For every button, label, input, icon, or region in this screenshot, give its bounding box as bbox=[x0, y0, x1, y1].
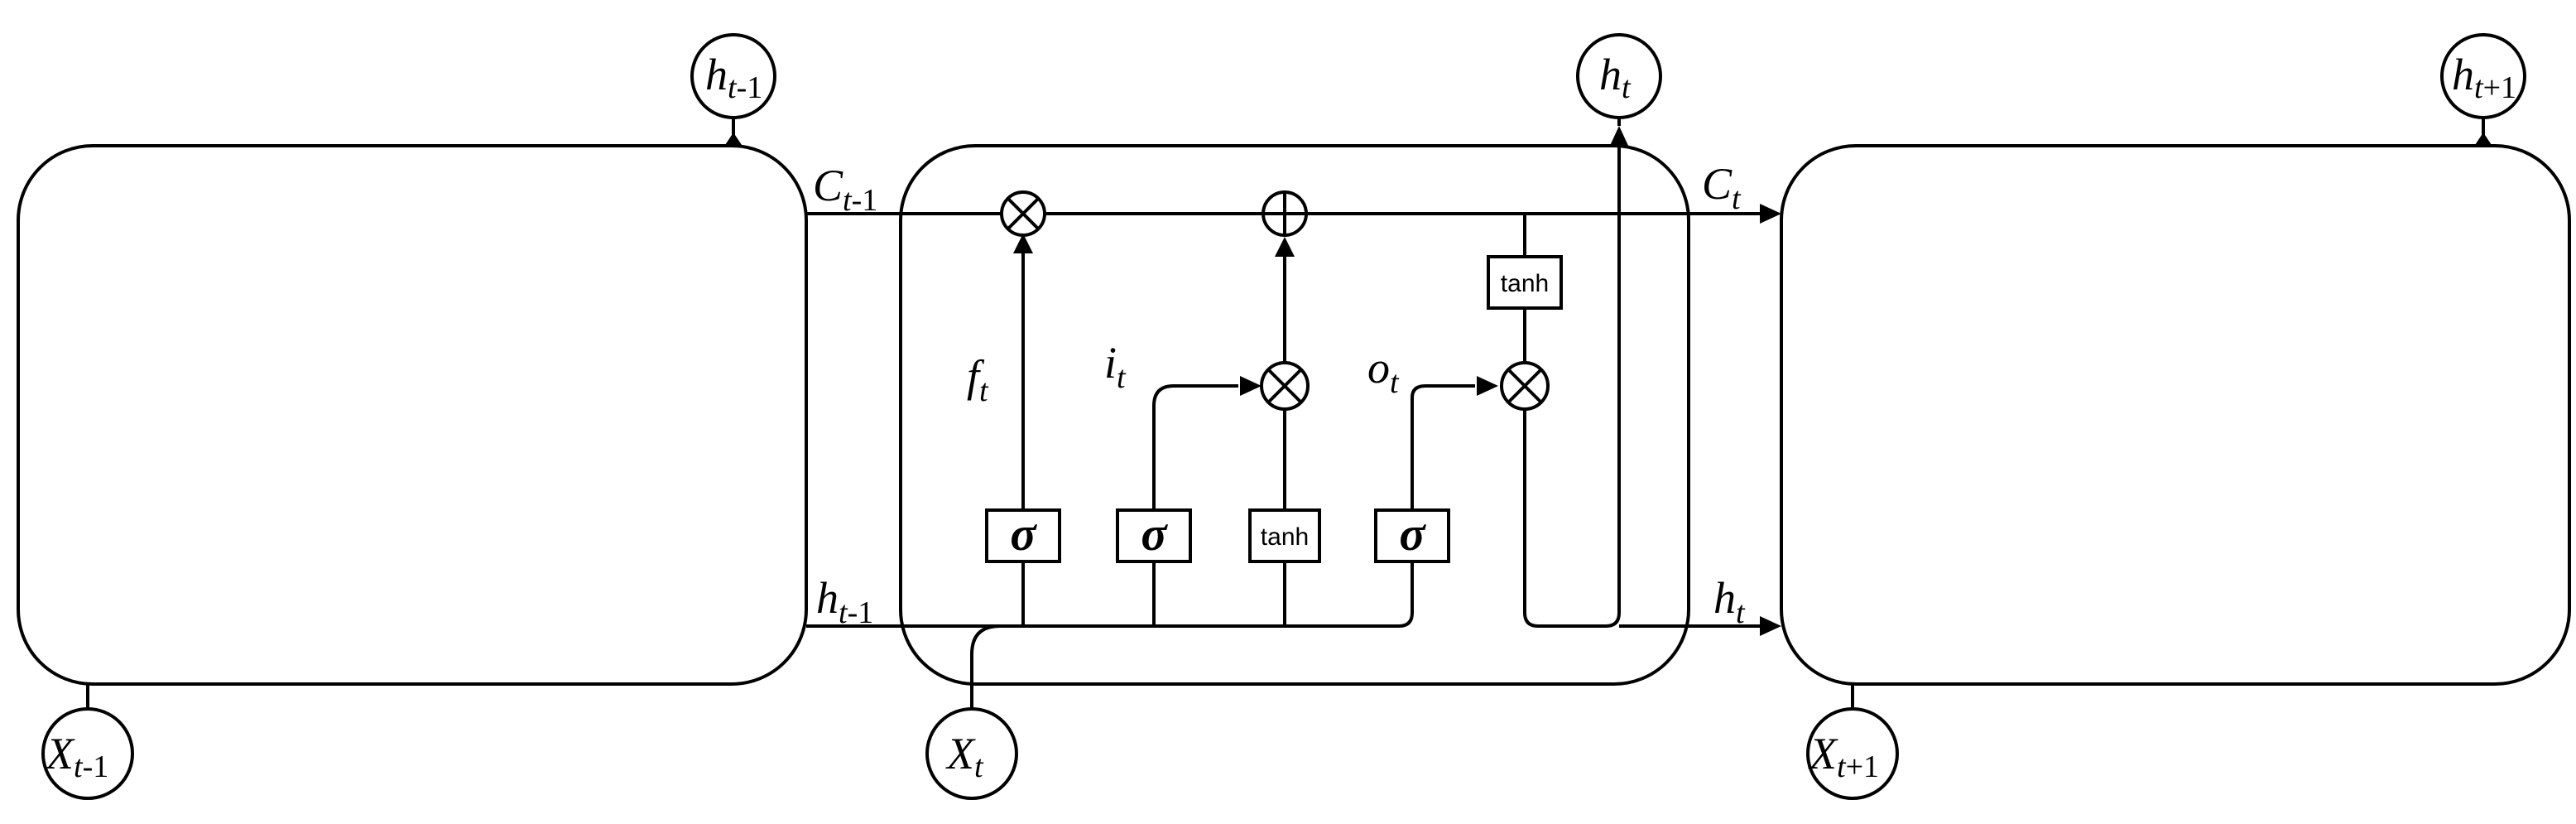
x-cur-node: Xt bbox=[925, 707, 1018, 800]
input-multiply-op bbox=[1260, 361, 1310, 411]
c-prev-label: Ct-1 bbox=[813, 161, 877, 218]
output-gate-label: ot bbox=[1367, 343, 1400, 400]
input-gate-label: it bbox=[1104, 338, 1127, 395]
c-cur-label: Ct bbox=[1702, 159, 1742, 216]
input-sigma-label: σ bbox=[1141, 507, 1168, 561]
forget-gate-arrow bbox=[1013, 234, 1033, 253]
x-input-line bbox=[970, 624, 1001, 730]
output-gate-arrow bbox=[1477, 376, 1498, 396]
forget-sigma-label: σ bbox=[1010, 507, 1037, 561]
forget-sigma-box: σ bbox=[985, 507, 1061, 563]
svg-text:Xt: Xt bbox=[945, 729, 984, 784]
ht-forward-arrow bbox=[1760, 616, 1781, 636]
prev-out-arrow bbox=[723, 133, 743, 147]
forget-multiply-op bbox=[1000, 190, 1046, 237]
svg-text:ht: ht bbox=[1599, 50, 1632, 105]
h-prev-line-label: ht-1 bbox=[816, 573, 873, 630]
svg-text:ht+1: ht+1 bbox=[2452, 50, 2516, 105]
candidate-tanh-box: tanh bbox=[1248, 508, 1321, 563]
h-cur-node: ht bbox=[1576, 33, 1662, 119]
x-prev-node: Xt-1 bbox=[41, 707, 134, 800]
svg-text:Xt+1: Xt+1 bbox=[1808, 729, 1879, 784]
output-sigma-box: σ bbox=[1374, 507, 1450, 563]
svg-text:Xt-1: Xt-1 bbox=[45, 729, 108, 784]
input-sigma-box: σ bbox=[1116, 507, 1192, 563]
output-tanh-label: tanh bbox=[1501, 270, 1549, 297]
cell-current bbox=[899, 144, 1690, 686]
ht-output-line bbox=[1523, 146, 1621, 628]
cell-state-arrow bbox=[1760, 204, 1781, 224]
add-op bbox=[1262, 190, 1308, 237]
h-prev-node: ht-1 bbox=[690, 33, 776, 119]
cell-prev bbox=[17, 144, 808, 686]
h-cur-line-label: ht bbox=[1713, 573, 1746, 630]
output-multiply-op bbox=[1500, 361, 1550, 411]
forget-gate-label: ft bbox=[967, 351, 989, 408]
input-gate-line bbox=[1152, 384, 1238, 626]
cell-next bbox=[1780, 144, 2571, 686]
next-out-arrow bbox=[2473, 133, 2493, 147]
ht-up-arrow bbox=[1609, 126, 1629, 147]
hidden-state-line bbox=[806, 384, 1475, 628]
candidate-tanh-label: tanh bbox=[1261, 523, 1309, 551]
add-arrow bbox=[1275, 237, 1295, 257]
svg-text:ht-1: ht-1 bbox=[705, 50, 762, 105]
h-next-node: ht+1 bbox=[2440, 33, 2526, 119]
x-next-node: Xt+1 bbox=[1806, 707, 1899, 800]
output-sigma-label: σ bbox=[1399, 507, 1426, 561]
input-gate-arrow bbox=[1240, 376, 1262, 396]
output-tanh-box: tanh bbox=[1487, 255, 1563, 310]
